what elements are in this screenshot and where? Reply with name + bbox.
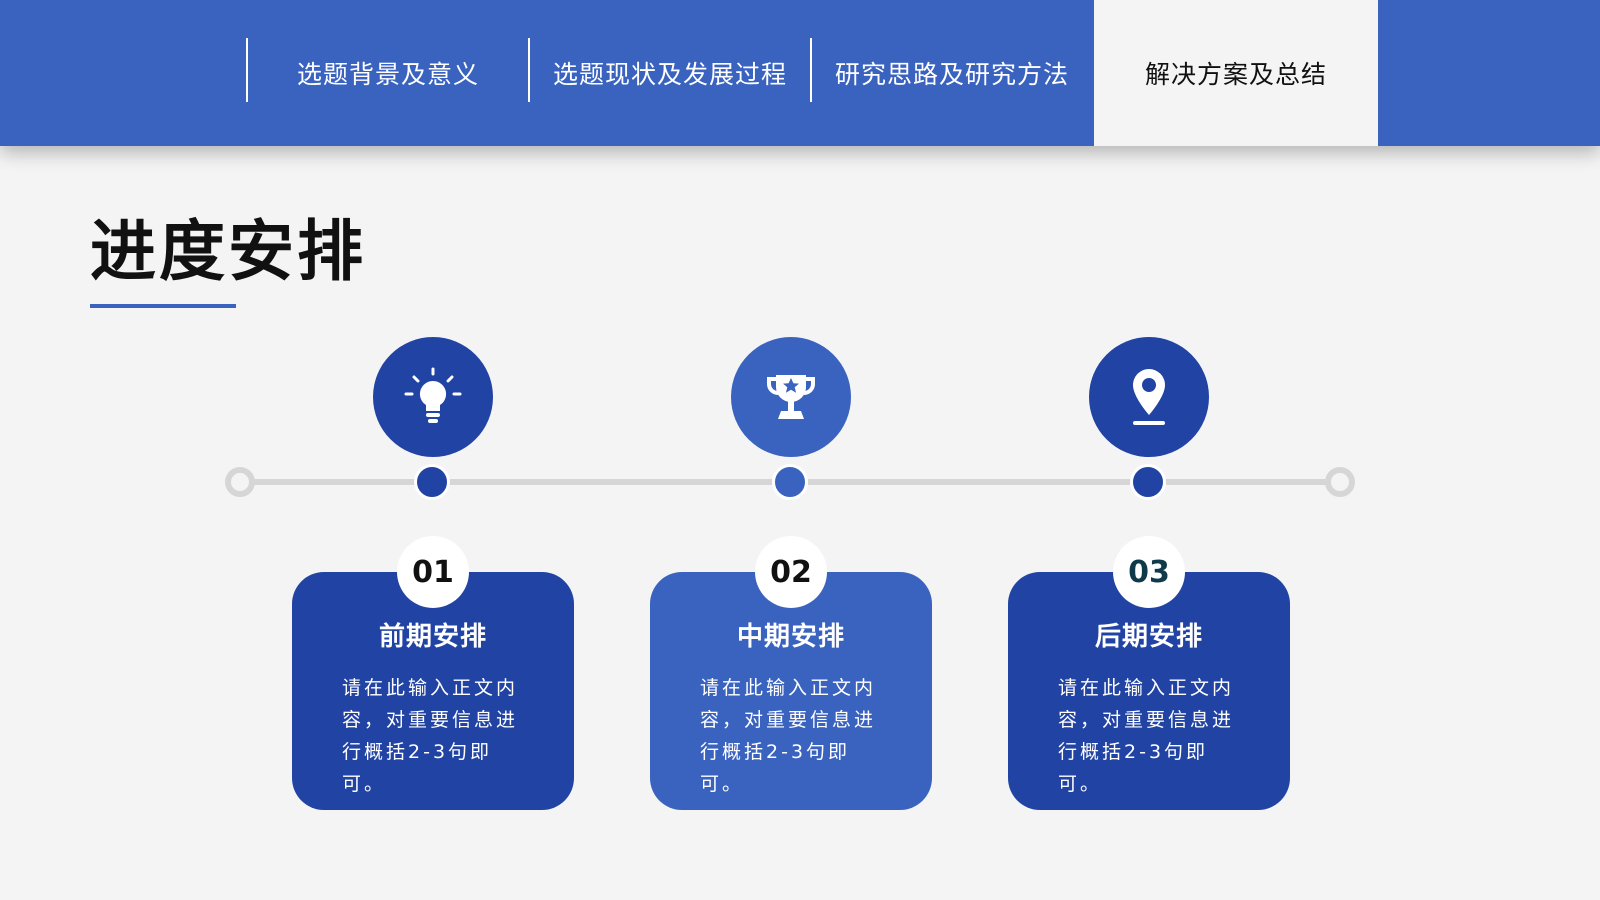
title-underline xyxy=(90,304,236,308)
tab-background[interactable]: 选题背景及意义 xyxy=(296,60,479,89)
tab-divider xyxy=(246,38,248,102)
tab-divider xyxy=(810,38,812,102)
tab-status-development[interactable]: 选题现状及发展过程 xyxy=(552,60,787,89)
top-nav-bar: 选题背景及意义 选题现状及发展过程 研究思路及研究方法 解决方案及总结 xyxy=(0,0,1600,146)
timeline-start-dot xyxy=(225,467,255,497)
stage-2-title: 中期安排 xyxy=(736,622,845,652)
stage-2-number-badge: 02 xyxy=(755,536,827,608)
trophy-icon xyxy=(767,375,815,419)
stage-1-body: 请在此输入正文内容，对重要信息进行概括2-3句即可。 xyxy=(342,677,519,795)
page-title: 进度安排 xyxy=(90,213,366,290)
stage-2-icon-circle xyxy=(731,337,851,457)
tab-solution-summary[interactable]: 解决方案及总结 xyxy=(1094,0,1378,146)
stage-3-title: 后期安排 xyxy=(1094,622,1203,652)
stage-3-body: 请在此输入正文内容，对重要信息进行概括2-3句即可。 xyxy=(1058,677,1235,795)
stage-1-card: 前期安排 请在此输入正文内容，对重要信息进行概括2-3句即可。 xyxy=(292,572,574,810)
tab-research-methods[interactable]: 研究思路及研究方法 xyxy=(834,60,1069,89)
location-pin-icon xyxy=(1133,369,1165,425)
stage-2-timeline-node xyxy=(772,464,808,500)
lightbulb-icon xyxy=(404,367,462,423)
stage-2-card: 中期安排 请在此输入正文内容，对重要信息进行概括2-3句即可。 xyxy=(650,572,932,810)
tab-divider xyxy=(528,38,530,102)
stage-1-timeline-node xyxy=(414,464,450,500)
stage-3-number-badge: 03 xyxy=(1113,536,1185,608)
stage-1-icon-circle xyxy=(373,337,493,457)
stage-3-icon-circle xyxy=(1089,337,1209,457)
timeline-end-dot xyxy=(1325,467,1355,497)
stage-1-title: 前期安排 xyxy=(378,622,487,652)
stage-2-body: 请在此输入正文内容，对重要信息进行概括2-3句即可。 xyxy=(700,677,877,795)
stage-1-number-badge: 01 xyxy=(397,536,469,608)
stage-3-card: 后期安排 请在此输入正文内容，对重要信息进行概括2-3句即可。 xyxy=(1008,572,1290,810)
stage-3-timeline-node xyxy=(1130,464,1166,500)
